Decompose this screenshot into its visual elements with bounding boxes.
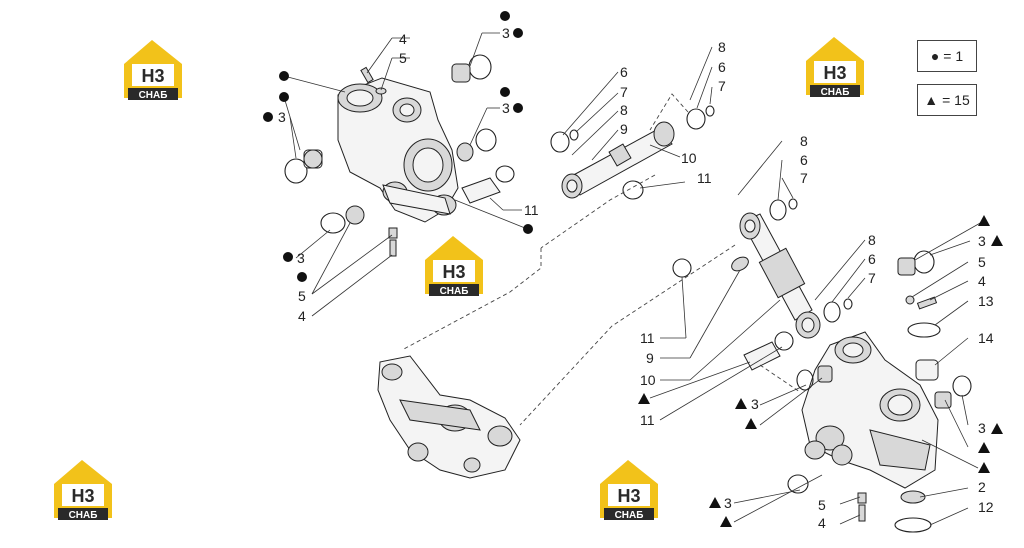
callout-label: 7 xyxy=(868,270,876,286)
callout-label: 6 xyxy=(620,64,628,80)
callout-label: 6 xyxy=(868,251,876,267)
cylinder-assembly-upper xyxy=(550,105,715,200)
callout-label: 14 xyxy=(978,330,994,346)
triangle-marker xyxy=(978,462,990,473)
callout-label: 5 xyxy=(399,50,407,66)
triangle-marker xyxy=(978,215,990,226)
watermark-logo: H3 СНАБ xyxy=(425,236,483,297)
callout-label: 11 xyxy=(640,330,655,346)
dot-marker xyxy=(297,272,307,282)
watermark-logo: H3 СНАБ xyxy=(54,460,112,521)
legend-dot-value: = 1 xyxy=(943,48,964,64)
logo-brand-bottom: СНАБ xyxy=(69,510,98,521)
logo-brand-bottom: СНАБ xyxy=(440,286,469,297)
cylinder-assembly-lower xyxy=(672,198,853,371)
logo-brand-bottom: СНАБ xyxy=(821,87,850,98)
dot-marker xyxy=(283,252,293,262)
callout-leaders xyxy=(283,32,983,526)
triangle-marker xyxy=(735,398,747,409)
logo-brand-top: H3 xyxy=(71,486,94,506)
logo-brand-bottom: СНАБ xyxy=(615,510,644,521)
callout-label: 9 xyxy=(620,121,628,137)
triangle-icon: ▲ xyxy=(924,92,939,108)
watermark-logo: H3 СНАБ xyxy=(124,40,182,101)
watermark-logo: H3 СНАБ xyxy=(806,37,864,98)
callout-label: 4 xyxy=(978,273,986,289)
callout-label: 8 xyxy=(800,133,808,149)
callout-label: 8 xyxy=(718,39,726,55)
callout-label: 3 xyxy=(502,100,510,116)
callout-label: 8 xyxy=(620,102,628,118)
callout-label: 6 xyxy=(718,59,726,75)
callout-label: 4 xyxy=(298,308,306,324)
logo-brand-top: H3 xyxy=(442,262,465,282)
callout-label: 7 xyxy=(620,84,628,100)
callout-label: 3 xyxy=(724,495,732,511)
dashed-leaders xyxy=(401,93,801,426)
callout-label: 3 xyxy=(502,25,510,41)
callout-label: 11 xyxy=(697,170,712,186)
dot-marker xyxy=(279,71,289,81)
triangle-marker xyxy=(978,442,990,453)
dot-icon: ● xyxy=(930,48,940,64)
callout-label: 5 xyxy=(298,288,306,304)
triangle-marker xyxy=(745,418,757,429)
quantity-markers xyxy=(263,11,1003,527)
triangle-marker xyxy=(709,497,721,508)
callout-label: 2 xyxy=(978,479,986,495)
logo-brand-top: H3 xyxy=(823,63,846,83)
callout-label: 4 xyxy=(818,515,826,531)
callout-label: 3 xyxy=(278,109,286,125)
legend-dot-box: ● = 1 xyxy=(917,40,977,72)
callout-label: 5 xyxy=(818,497,826,513)
callout-label: 13 xyxy=(978,293,994,309)
legend-triangle-value: = 15 xyxy=(942,92,970,108)
callout-label: 8 xyxy=(868,232,876,248)
legend-triangle-box: ▲ = 15 xyxy=(917,84,977,116)
triangle-marker xyxy=(720,516,732,527)
callout-label: 10 xyxy=(681,150,697,166)
callout-label: 7 xyxy=(800,170,808,186)
triangle-marker xyxy=(991,423,1003,434)
dot-marker xyxy=(500,11,510,21)
callout-label: 11 xyxy=(640,412,655,428)
triangle-marker xyxy=(638,393,650,404)
triangle-marker xyxy=(991,235,1003,246)
watermark-logo: H3 СНАБ xyxy=(600,460,658,521)
callout-label: 3 xyxy=(978,420,986,436)
logo-brand-top: H3 xyxy=(141,66,164,86)
dot-marker xyxy=(279,92,289,102)
knuckle-assembly-upper xyxy=(284,54,515,257)
callout-label: 4 xyxy=(399,31,407,47)
logo-brand-top: H3 xyxy=(617,486,640,506)
dot-marker xyxy=(500,87,510,97)
callout-label: 3 xyxy=(297,250,305,266)
callout-numbers: 4 5 3 3 3 3 5 4 11 6 7 8 9 10 11 8 6 7 8… xyxy=(278,25,994,531)
callout-label: 3 xyxy=(978,233,986,249)
callout-label: 6 xyxy=(800,152,808,168)
callout-label: 11 xyxy=(524,202,539,218)
callout-label: 9 xyxy=(646,350,654,366)
dot-marker xyxy=(523,224,533,234)
callout-label: 3 xyxy=(751,396,759,412)
callout-label: 7 xyxy=(718,78,726,94)
logo-brand-bottom: СНАБ xyxy=(139,90,168,101)
dot-marker xyxy=(513,103,523,113)
callout-label: 10 xyxy=(640,372,656,388)
dot-marker xyxy=(263,112,273,122)
knuckle-assembly-lower xyxy=(787,250,972,533)
dot-marker xyxy=(513,28,523,38)
callout-label: 12 xyxy=(978,499,994,515)
axle-housing xyxy=(377,355,521,479)
callout-label: 5 xyxy=(978,254,986,270)
